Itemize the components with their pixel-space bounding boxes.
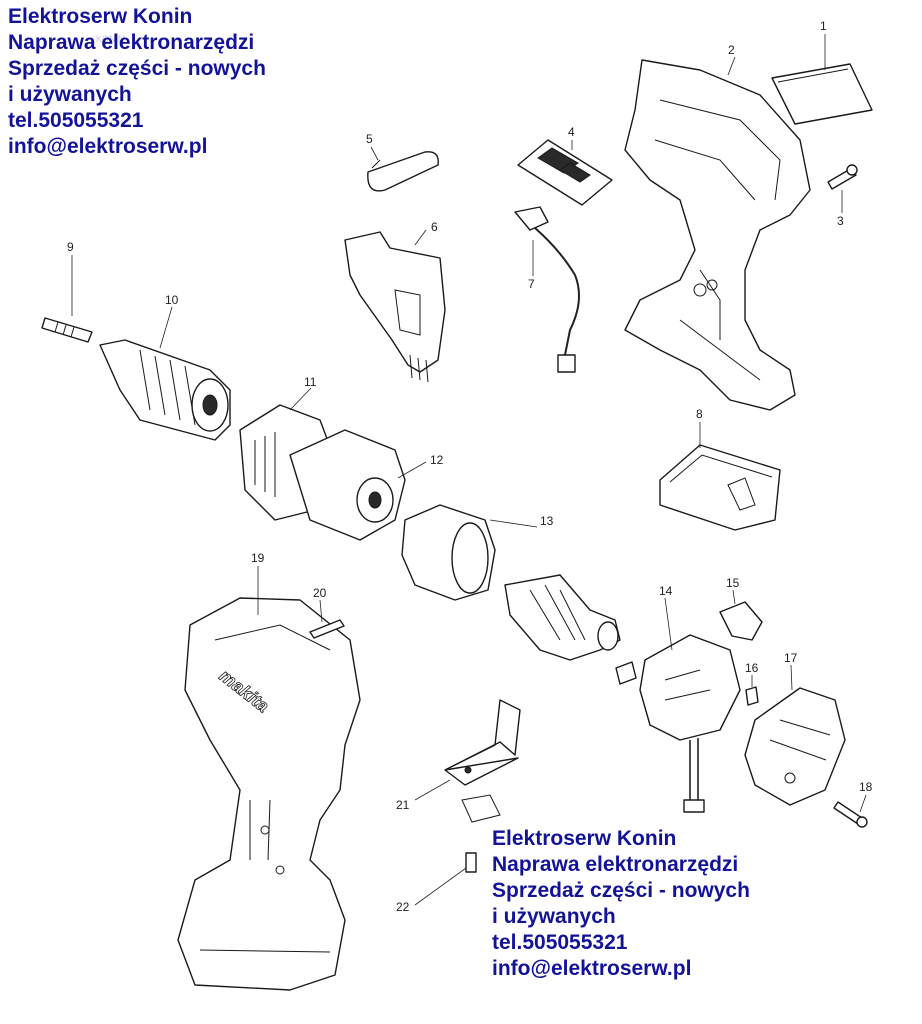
part-number-4: 4 <box>568 125 575 139</box>
part-number-6: 6 <box>431 220 438 234</box>
part-21-bracket <box>444 699 521 786</box>
promo-text-bottom: Elektroserw Konin Naprawa elektronarzędz… <box>492 826 750 982</box>
promo-email: info@elektroserw.pl <box>8 135 208 158</box>
part-number-15: 15 <box>726 576 740 590</box>
part-19-housing-left: makita <box>177 597 361 991</box>
part-number-20: 20 <box>313 586 327 600</box>
part-number-13: 13 <box>540 514 554 528</box>
part-number-22: 22 <box>396 900 410 914</box>
promo-service: Naprawa elektronarzędzi <box>492 853 739 876</box>
promo-sales: Sprzedaż części - nowych <box>492 879 750 902</box>
part-7-wire-harness <box>514 206 580 373</box>
promo-company: Elektroserw Konin <box>8 5 193 28</box>
part-number-9: 9 <box>67 240 74 254</box>
part-number-19: 19 <box>251 551 265 565</box>
part-4-switch-button <box>517 139 613 206</box>
part-8-controller <box>659 444 781 531</box>
part-3-screw <box>827 164 858 190</box>
promo-company: Elektroserw Konin <box>492 827 677 850</box>
part-13-motor-yoke <box>401 504 496 601</box>
part-number-labels: 1 2 3 4 5 6 7 8 9 10 11 12 13 14 15 16 1… <box>67 19 873 914</box>
part-number-10: 10 <box>165 293 179 307</box>
part-number-14: 14 <box>659 584 673 598</box>
part-14-brush-small <box>615 661 637 685</box>
promo-text-top: Elektroserw Konin Naprawa elektronarzędz… <box>8 4 266 160</box>
promo-sales: Sprzedaż części - nowych <box>8 57 266 80</box>
part-20-pin <box>309 619 345 639</box>
part-number-11: 11 <box>304 375 317 389</box>
part-9-screw <box>41 317 93 343</box>
part-14-armature <box>504 574 621 661</box>
part-14-brush-holder <box>639 634 741 813</box>
promo-sales-cont: i używanych <box>8 83 132 106</box>
part-5-trigger <box>367 151 439 192</box>
part-16-bearing <box>745 686 759 706</box>
promo-sales-cont: i używanych <box>492 905 616 928</box>
part-number-2: 2 <box>728 43 735 57</box>
part-number-16: 16 <box>745 661 759 675</box>
part-6-switch <box>344 231 446 383</box>
promo-service: Naprawa elektronarzędzi <box>8 31 255 54</box>
part-number-18: 18 <box>859 780 873 794</box>
promo-phone: tel.505055321 <box>492 931 628 954</box>
part-10-chuck <box>99 339 231 441</box>
leader-lines <box>71 34 867 906</box>
part-22-screw <box>461 794 501 873</box>
part-number-17: 17 <box>784 651 798 665</box>
part-number-12: 12 <box>430 453 444 467</box>
part-1-label <box>771 63 873 125</box>
promo-email: info@elektroserw.pl <box>492 957 692 980</box>
part-15-spring <box>719 601 763 641</box>
part-number-21: 21 <box>396 798 410 812</box>
watermark-text: KONIN <box>96 34 125 44</box>
part-number-5: 5 <box>366 132 373 146</box>
part-2-housing-right <box>624 59 811 411</box>
part-number-7: 7 <box>528 277 535 291</box>
part-17-rear-cap <box>744 687 846 806</box>
part-number-1: 1 <box>820 19 827 33</box>
promo-phone: tel.505055321 <box>8 109 144 132</box>
part-number-8: 8 <box>696 407 703 421</box>
part-18-screw <box>833 801 868 828</box>
part-12-gear-assembly <box>289 429 406 541</box>
part-number-3: 3 <box>837 214 844 228</box>
